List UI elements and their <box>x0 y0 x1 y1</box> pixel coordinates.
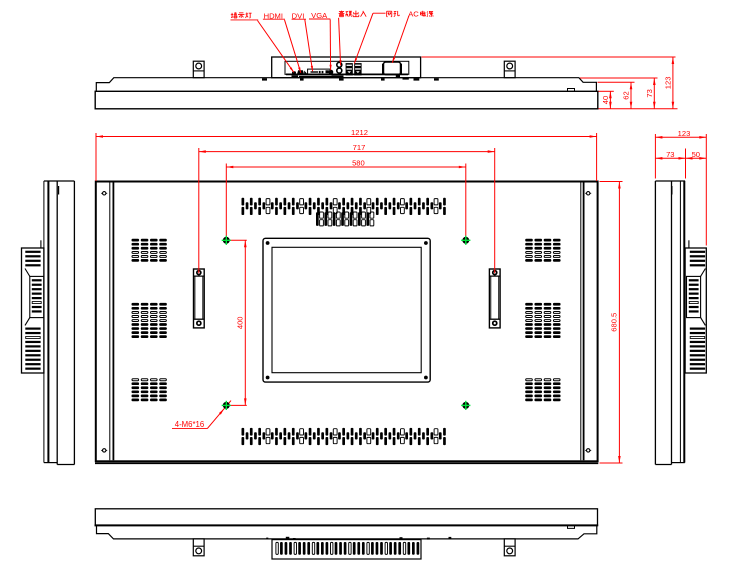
svg-text:40: 40 <box>601 96 610 104</box>
svg-text:73: 73 <box>666 150 674 159</box>
svg-text:VGA: VGA <box>311 11 328 20</box>
svg-text:50: 50 <box>692 150 700 159</box>
svg-text:717: 717 <box>353 143 366 152</box>
svg-text:73: 73 <box>645 89 654 97</box>
svg-text:580: 580 <box>352 159 365 168</box>
svg-text:HDMI: HDMI <box>264 11 283 20</box>
svg-text:4-M6*16: 4-M6*16 <box>175 420 204 429</box>
svg-text:DVI: DVI <box>292 11 305 20</box>
svg-text:1212: 1212 <box>351 128 368 137</box>
svg-text:400: 400 <box>236 316 245 329</box>
svg-text:123: 123 <box>678 129 691 138</box>
svg-text:62: 62 <box>622 91 631 99</box>
svg-text:680.5: 680.5 <box>610 313 619 332</box>
svg-text:123: 123 <box>663 77 672 90</box>
svg-text:AC: AC <box>408 10 419 19</box>
